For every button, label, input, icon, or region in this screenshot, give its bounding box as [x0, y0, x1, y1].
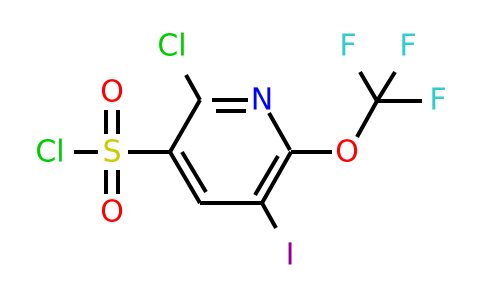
atom-f-lower: F: [429, 83, 446, 118]
atom-f-right: F: [399, 29, 416, 64]
atom-cl-sulfonyl: Cl: [35, 135, 64, 170]
atom-cl-top: Cl: [157, 29, 186, 64]
atom-i-iodo: I: [286, 238, 295, 273]
atom-o-sulfonyl-top: O: [100, 75, 124, 110]
bond-c4-c3: [168, 150, 202, 205]
bond-c4-c3-inner: [180, 150, 208, 194]
atom-labels: Cl N F F F O Cl S O O I: [35, 29, 446, 273]
bond-c6-c5: [260, 151, 293, 204]
bond-c-f-left: [358, 70, 379, 103]
bond-c-f-right: [375, 70, 397, 103]
atom-f-left: F: [339, 29, 356, 64]
atom-s-sulfonyl: S: [102, 135, 121, 170]
bond-c3-c2: [168, 99, 202, 153]
bond-c6-c5-inner: [253, 154, 280, 197]
bonds: [74, 70, 422, 229]
bond-c2-cl: [184, 74, 202, 101]
bond-n-c6: [267, 112, 292, 151]
bond-o-c: [355, 100, 379, 138]
atom-o-ether: O: [335, 135, 359, 170]
atom-n-ring: N: [251, 83, 273, 118]
bond-c5-i: [260, 202, 278, 229]
atom-o-sulfonyl-bottom: O: [100, 195, 124, 230]
